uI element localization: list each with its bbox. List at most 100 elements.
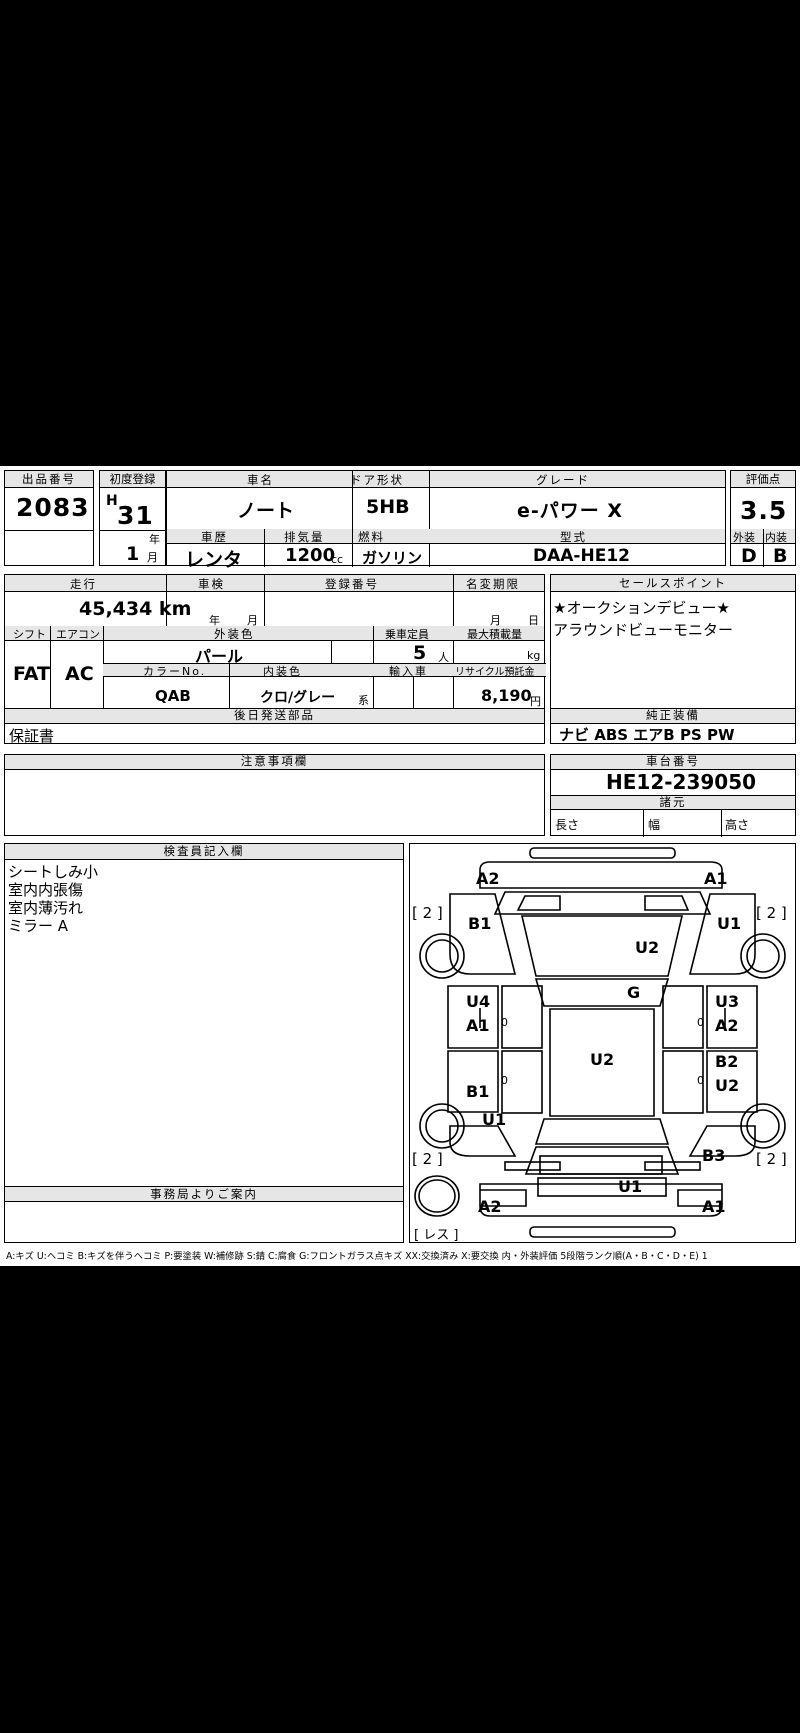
damage-left-front-fender: B1 xyxy=(468,914,492,933)
vehicle-info-box: 車名 ドア形状 グレード 車歴 排気量 燃料 型式 ノート 5HB e-パワー … xyxy=(166,470,726,571)
interior-grade: B xyxy=(773,545,788,567)
inspector-note-1: シートしみ小 xyxy=(8,863,99,881)
spec-height-label: 高さ xyxy=(725,818,750,832)
sales-point-2: アラウンドビューモニター xyxy=(553,621,734,639)
lot-number-box: 出品番号 2083 xyxy=(4,470,94,566)
notes-box: 注意事項欄 xyxy=(4,754,545,836)
displacement-label: 排気量 xyxy=(284,530,325,544)
registration-month: 1 xyxy=(126,543,140,565)
damage-bonnet: U2 xyxy=(635,938,660,957)
details-box: 走行 車検 登録番号 名変期限 45,434 km 年 月 月 日 シフト エア… xyxy=(4,574,546,710)
damage-front-left-corner: A2 xyxy=(476,869,500,888)
left-rear-door-zero: 0 xyxy=(501,1074,508,1087)
inspection-label: 車検 xyxy=(198,577,225,591)
model-label: 型式 xyxy=(560,530,587,544)
later-parts-box: 後日発送部品 保証書 xyxy=(4,708,545,745)
damage-diagram-box: [ 2 ] [ 2 ] [ 2 ] [ 2 ] [ レス ] A2 A1 B1 … xyxy=(409,843,796,1243)
damage-legend: A:キズ U:ヘコミ B:キズを伴うヘコミ P:要塗装 W:補修跡 S:錆 C:… xyxy=(6,1251,708,1262)
damage-left-front-door-lower: A1 xyxy=(466,1016,490,1035)
mileage-label: 走行 xyxy=(70,577,97,591)
inspector-notes-box: 検査員記入欄 シートしみ小 室内内張傷 室内薄汚れ ミラー A 事務局よりご案内 xyxy=(4,843,404,1243)
damage-right-front-fender: U1 xyxy=(717,914,742,933)
office-notice-label: 事務局よりご案内 xyxy=(5,1186,403,1202)
spec-width-label: 幅 xyxy=(648,818,661,832)
later-parts: 保証書 xyxy=(9,727,55,745)
import-label: 輸入車 xyxy=(389,665,428,678)
name-change-label: 名変期限 xyxy=(466,577,520,591)
car-name-label: 車名 xyxy=(247,473,274,487)
damage-left-rear-fender: U1 xyxy=(482,1110,507,1129)
recycle-fee: 8,190 xyxy=(481,686,532,705)
sales-point-label: セールスポイント xyxy=(551,575,795,592)
vehicle-history: レンタ xyxy=(185,549,243,571)
aircon: AC xyxy=(65,663,94,685)
damage-right-rear-door-upper: B2 xyxy=(715,1052,739,1071)
tyre-count-front-left: [ 2 ] xyxy=(412,904,443,922)
tyre-count-rear-right: [ 2 ] xyxy=(756,1150,787,1168)
year-unit: 年 xyxy=(149,533,160,546)
overall-score: 3.5 xyxy=(740,496,788,525)
damage-rear-left-corner: A2 xyxy=(478,1197,502,1216)
damage-rear-bumper-center: U1 xyxy=(618,1177,643,1196)
spec-length-label: 長さ xyxy=(555,818,580,832)
inspection-month-unit: 月 xyxy=(247,614,258,627)
exterior-grade: D xyxy=(741,545,757,567)
interior-color-suffix: 系 xyxy=(358,694,369,707)
specs-label: 諸元 xyxy=(551,795,795,810)
right-door-zero: 0 xyxy=(697,1016,704,1029)
registration-number-label: 登録番号 xyxy=(325,577,379,591)
inspector-note-3: 室内薄汚れ xyxy=(8,899,84,917)
displacement: 1200 xyxy=(285,545,336,566)
interior-color: クロ/グレー xyxy=(260,690,336,706)
inspector-note-2: 室内内張傷 xyxy=(8,881,84,899)
door-type-label: ドア形状 xyxy=(350,473,404,487)
exterior-color-label: 外装色 xyxy=(214,627,255,641)
month-unit: 月 xyxy=(147,551,158,564)
name-change-day-unit: 日 xyxy=(528,614,539,627)
later-parts-label: 後日発送部品 xyxy=(5,709,544,724)
damage-left-rear-door: B1 xyxy=(466,1082,490,1101)
fuel-label: 燃料 xyxy=(358,530,385,544)
tyre-count-rear-left: [ 2 ] xyxy=(412,1150,443,1168)
grade-label: グレード xyxy=(536,473,590,487)
genuine-equipment-box: 純正装備 ナビ ABS エアB PS PW xyxy=(550,708,796,744)
displacement-unit: cc xyxy=(331,553,344,566)
interior-color-label: 内装色 xyxy=(263,665,302,678)
recycle-fee-unit: 円 xyxy=(530,695,541,708)
damage-right-front-door-upper: U3 xyxy=(715,992,740,1011)
max-load-label: 最大積載量 xyxy=(467,628,522,641)
inspection-year-unit: 年 xyxy=(209,614,220,627)
notes-label: 注意事項欄 xyxy=(5,755,544,770)
damage-right-rear-door-lower: U2 xyxy=(715,1076,740,1095)
damage-right-front-door-lower: A2 xyxy=(715,1016,739,1035)
auction-sheet: 出品番号 2083 初度登録 H 31 年 1 月 車名 ドア形状 グレード 車… xyxy=(0,466,800,1266)
capacity-unit: 人 xyxy=(438,651,449,664)
exterior-label: 外装 xyxy=(733,531,755,544)
first-registration-label: 初度登録 xyxy=(100,471,165,488)
model-code: DAA-HE12 xyxy=(533,546,630,566)
history-label: 車歴 xyxy=(201,530,228,544)
first-registration-box: 初度登録 H 31 年 1 月 xyxy=(99,470,166,566)
spare-tyre-label: [ レス ] xyxy=(414,1228,459,1243)
interior-label: 内装 xyxy=(765,531,787,544)
exterior-color: パール xyxy=(195,647,244,666)
genuine-equipment-label: 純正装備 xyxy=(551,709,795,724)
color-number-label: カラーNo. xyxy=(143,665,207,678)
sales-point-box: セールスポイント ★オークションデビュー★ アラウンドビューモニター xyxy=(550,574,796,709)
chassis-number: HE12-239050 xyxy=(606,770,757,794)
score-label: 評価点 xyxy=(731,471,795,488)
sales-point-1: ★オークションデビュー★ xyxy=(553,599,730,617)
score-box: 評価点 3.5 外装 内装 D B xyxy=(730,470,796,567)
damage-windshield: G xyxy=(627,983,641,1002)
car-name: ノート xyxy=(237,500,295,522)
damage-rear-right-corner: A1 xyxy=(702,1197,726,1216)
damage-front-right-corner: A1 xyxy=(704,869,728,888)
registration-year: 31 xyxy=(117,501,154,530)
genuine-equipment: ナビ ABS エアB PS PW xyxy=(559,726,735,744)
tyre-count-front-right: [ 2 ] xyxy=(756,904,787,922)
shift: FAT xyxy=(13,663,50,685)
lot-number: 2083 xyxy=(16,493,90,522)
load-unit: kg xyxy=(527,649,541,662)
aircon-label: エアコン xyxy=(56,628,100,641)
era-letter: H xyxy=(106,493,118,509)
